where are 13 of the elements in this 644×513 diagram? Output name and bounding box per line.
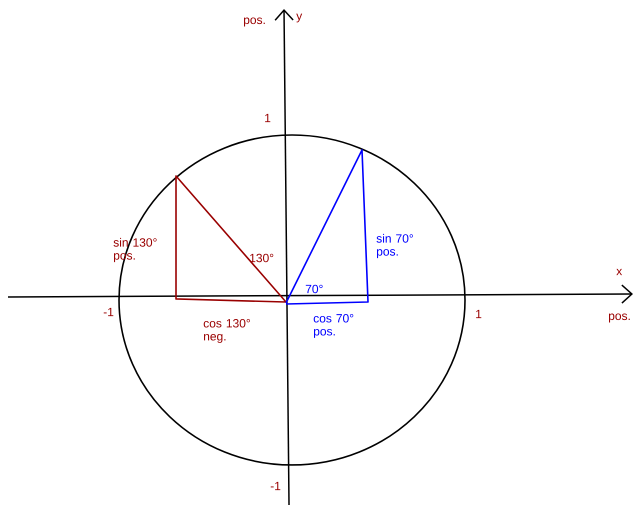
axis-label: sin 70° pos. <box>376 234 413 258</box>
axis-label: pos. <box>608 314 630 322</box>
axis-label: -1 <box>270 482 280 490</box>
axis-label: 130° <box>250 254 274 262</box>
axis-label: pos. <box>244 18 265 26</box>
axis-label: x <box>616 268 622 276</box>
axis-label: -1 <box>104 308 114 316</box>
axis-label: cos 130° neg. <box>204 319 250 343</box>
axis-label: cos 70° pos. <box>314 314 354 338</box>
axis-label: 1 <box>476 310 482 318</box>
axis-label: 70° <box>306 284 323 294</box>
axis-label: 1 <box>265 114 270 122</box>
axis-label: y <box>296 14 302 22</box>
